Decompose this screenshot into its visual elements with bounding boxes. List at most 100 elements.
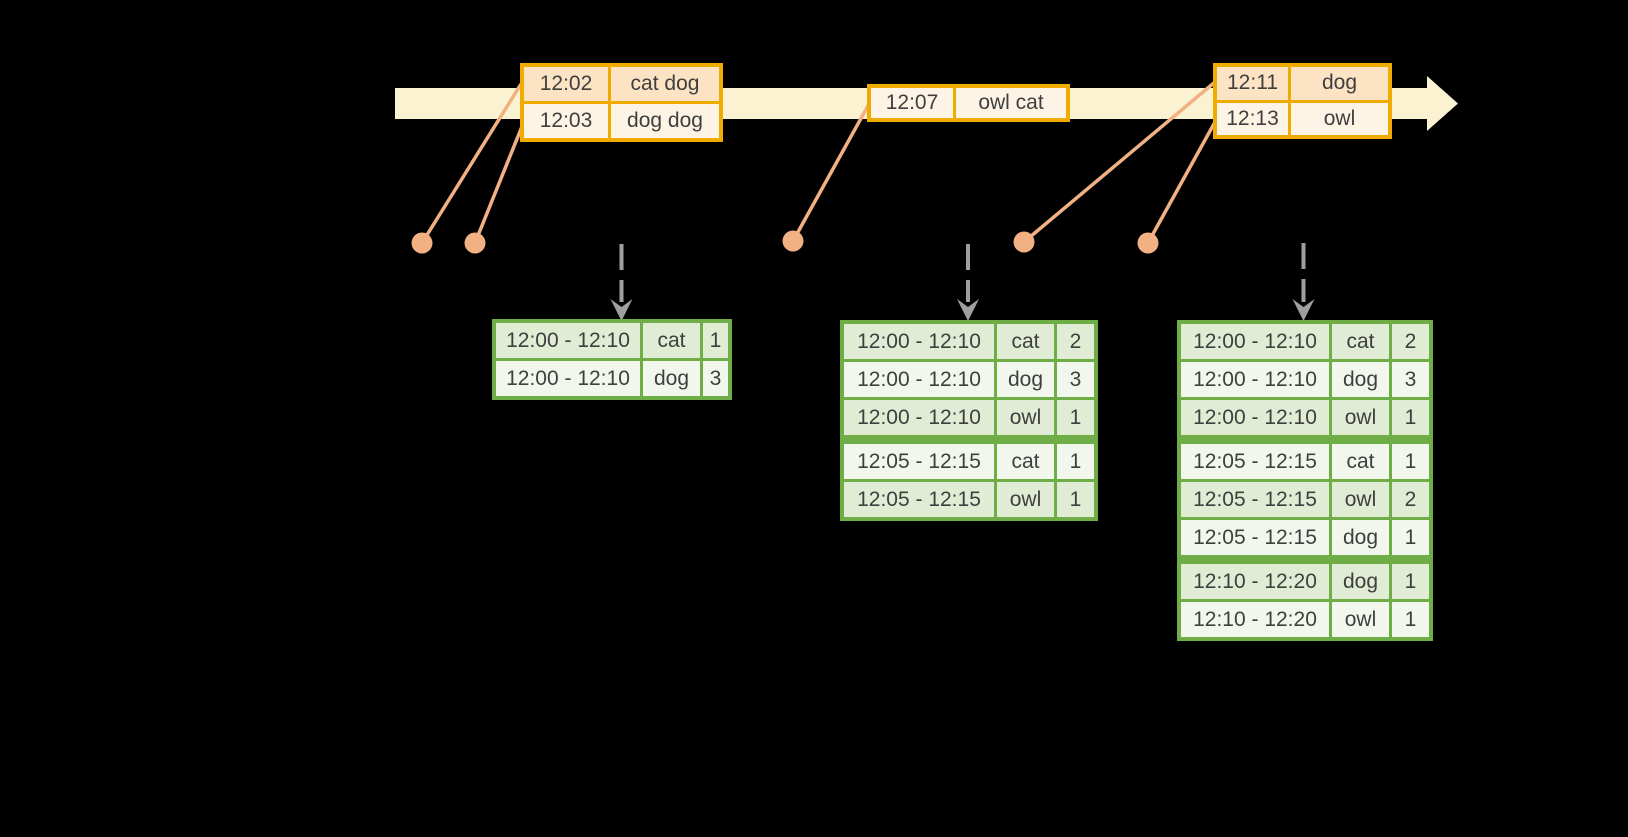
word-cell: dog <box>640 361 700 396</box>
word-cell: dog <box>1329 362 1389 397</box>
words-cell: cat dog <box>608 67 719 101</box>
window-cell: 12:10 - 12:20 <box>1181 564 1329 599</box>
window-cell: 12:05 - 12:15 <box>1181 520 1329 555</box>
count-cell: 1 <box>1389 400 1429 435</box>
word-cell: cat <box>1329 444 1389 479</box>
row-divider <box>844 397 1094 400</box>
count-cell: 1 <box>1389 444 1429 479</box>
word-cell: cat <box>994 444 1054 479</box>
word-cell: dog <box>1329 520 1389 555</box>
row-divider <box>844 479 1094 482</box>
time-cell: 12:13 <box>1217 102 1288 135</box>
row-divider <box>496 358 728 361</box>
count-cell: 1 <box>1054 444 1094 479</box>
row-divider <box>1181 435 1429 444</box>
word-cell: owl <box>1329 602 1389 637</box>
word-cell: owl <box>1329 482 1389 517</box>
count-cell: 3 <box>1054 362 1094 397</box>
word-cell: dog <box>1329 564 1389 599</box>
event-dot <box>411 232 433 254</box>
event-dot <box>464 232 486 254</box>
window-cell: 12:00 - 12:10 <box>496 361 640 396</box>
count-cell: 1 <box>700 323 728 358</box>
window-cell: 12:00 - 12:10 <box>844 400 994 435</box>
words-cell: owl <box>1288 102 1388 135</box>
count-cell: 1 <box>1054 400 1094 435</box>
trigger-arrow <box>610 244 633 321</box>
row-divider <box>1181 479 1429 482</box>
trigger-arrow <box>1292 243 1315 321</box>
count-cell: 2 <box>1389 324 1429 359</box>
count-cell: 2 <box>1054 324 1094 359</box>
connector-line <box>1146 121 1217 244</box>
row-divider <box>844 435 1094 444</box>
window-cell: 12:05 - 12:15 <box>1181 444 1329 479</box>
window-cell: 12:00 - 12:10 <box>496 323 640 358</box>
window-cell: 12:05 - 12:15 <box>1181 482 1329 517</box>
words-cell: dog <box>1288 67 1388 100</box>
window-cell: 12:00 - 12:10 <box>1181 400 1329 435</box>
connector-line <box>420 83 523 244</box>
count-cell: 3 <box>700 361 728 396</box>
connector-line <box>473 123 525 244</box>
word-cell: cat <box>1329 324 1389 359</box>
words-cell: owl cat <box>953 88 1066 118</box>
word-cell: owl <box>994 400 1054 435</box>
time-cell: 12:03 <box>524 104 608 138</box>
row-divider <box>844 359 1094 362</box>
word-cell: cat <box>640 323 700 358</box>
window-cell: 12:00 - 12:10 <box>844 324 994 359</box>
count-cell: 1 <box>1389 602 1429 637</box>
window-cell: 12:00 - 12:10 <box>844 362 994 397</box>
row-divider <box>1181 397 1429 400</box>
window-cell: 12:05 - 12:15 <box>844 482 994 517</box>
count-cell: 3 <box>1389 362 1429 397</box>
word-cell: owl <box>1329 400 1389 435</box>
connector-line <box>791 103 871 242</box>
event-dot <box>1137 232 1159 254</box>
word-cell: dog <box>994 362 1054 397</box>
words-cell: dog dog <box>608 104 719 138</box>
row-divider <box>1181 555 1429 564</box>
window-cell: 12:00 - 12:10 <box>1181 362 1329 397</box>
event-dot <box>1013 231 1035 253</box>
trigger-arrow <box>957 244 979 321</box>
count-cell: 1 <box>1389 520 1429 555</box>
row-divider <box>1181 517 1429 520</box>
row-divider <box>1217 99 1388 103</box>
window-cell: 12:05 - 12:15 <box>844 444 994 479</box>
count-cell: 2 <box>1389 482 1429 517</box>
window-cell: 12:10 - 12:20 <box>1181 602 1329 637</box>
count-cell: 1 <box>1389 564 1429 599</box>
row-divider <box>1181 359 1429 362</box>
row-divider <box>524 101 719 104</box>
count-cell: 1 <box>1054 482 1094 517</box>
connector-line <box>1022 80 1217 244</box>
time-cell: 12:02 <box>524 67 608 101</box>
time-cell: 12:07 <box>871 88 953 118</box>
event-dot <box>782 230 804 252</box>
